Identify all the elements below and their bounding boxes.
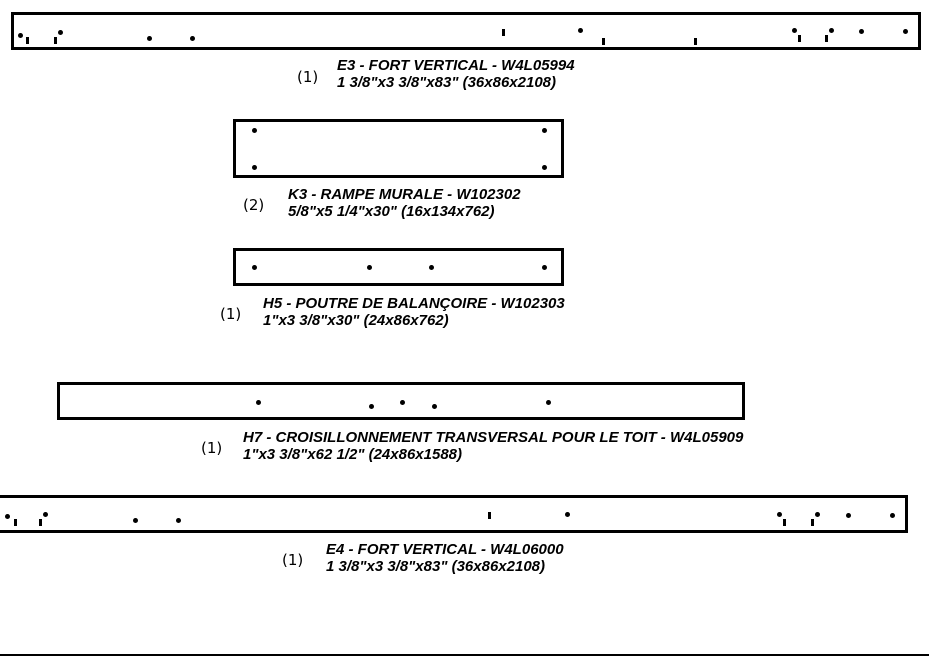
board-k3	[233, 119, 564, 178]
hole	[256, 400, 261, 405]
part-dimensions: 1"x3 3/8"x62 1/2" (24x86x1588)	[243, 446, 463, 463]
hole	[903, 29, 908, 34]
part-title: H5 - POUTRE DE BALANÇOIRE - W102303	[263, 295, 565, 312]
hole	[176, 518, 181, 523]
hole	[58, 30, 63, 35]
part-label-e3: E3 - FORT VERTICAL - W4L05994 1 3/8"x3 3…	[337, 57, 575, 91]
part-quantity: (1)	[201, 439, 223, 457]
part-label-k3: K3 - RAMPE MURALE - W102302 5/8"x5 1/4"x…	[288, 186, 521, 220]
hole	[542, 265, 547, 270]
hole	[859, 29, 864, 34]
hole	[5, 514, 10, 519]
slot	[798, 35, 801, 42]
hole	[367, 265, 372, 270]
hole	[43, 512, 48, 517]
board-e4	[0, 495, 908, 533]
slot	[14, 519, 17, 526]
hole	[252, 128, 257, 133]
part-quantity: (1)	[297, 68, 319, 86]
hole	[18, 33, 23, 38]
hole	[133, 518, 138, 523]
part-quantity: (1)	[220, 305, 242, 323]
hole	[369, 404, 374, 409]
board-h5	[233, 248, 564, 286]
slot	[694, 38, 697, 45]
hole	[565, 512, 570, 517]
part-dimensions: 1 3/8"x3 3/8"x83" (36x86x2108)	[337, 74, 557, 91]
part-title: K3 - RAMPE MURALE - W102302	[288, 186, 521, 203]
board-h7	[57, 382, 745, 420]
part-quantity: (1)	[282, 551, 304, 569]
hole	[252, 165, 257, 170]
slot	[825, 35, 828, 42]
slot	[39, 519, 42, 526]
hole	[546, 400, 551, 405]
part-title: H7 - CROISILLONNEMENT TRANSVERSAL POUR L…	[243, 429, 744, 446]
slot	[26, 37, 29, 44]
hole	[542, 128, 547, 133]
hole	[792, 28, 797, 33]
part-title: E3 - FORT VERTICAL - W4L05994	[337, 57, 575, 74]
hole	[432, 404, 437, 409]
hole	[542, 165, 547, 170]
hole	[252, 265, 257, 270]
part-dimensions: 5/8"x5 1/4"x30" (16x134x762)	[288, 203, 495, 220]
part-title: E4 - FORT VERTICAL - W4L06000	[326, 541, 564, 558]
part-label-h5: H5 - POUTRE DE BALANÇOIRE - W102303 1"x3…	[263, 295, 565, 329]
hole	[777, 512, 782, 517]
part-dimensions: 1"x3 3/8"x30" (24x86x762)	[263, 312, 449, 329]
part-quantity: (2)	[243, 196, 265, 214]
board-e3	[11, 12, 921, 50]
hole	[815, 512, 820, 517]
hole	[890, 513, 895, 518]
hole	[400, 400, 405, 405]
hole	[429, 265, 434, 270]
slot	[488, 512, 491, 519]
part-dimensions: 1 3/8"x3 3/8"x83" (36x86x2108)	[326, 558, 546, 575]
slot	[783, 519, 786, 526]
part-label-h7: H7 - CROISILLONNEMENT TRANSVERSAL POUR L…	[243, 429, 743, 463]
slot	[811, 519, 814, 526]
bottom-divider	[0, 654, 929, 656]
hole	[147, 36, 152, 41]
hole	[829, 28, 834, 33]
slot	[54, 37, 57, 44]
hole	[578, 28, 583, 33]
slot	[502, 29, 505, 36]
hole	[846, 513, 851, 518]
part-label-e4: E4 - FORT VERTICAL - W4L06000 1 3/8"x3 3…	[326, 541, 564, 575]
slot	[602, 38, 605, 45]
hole	[190, 36, 195, 41]
